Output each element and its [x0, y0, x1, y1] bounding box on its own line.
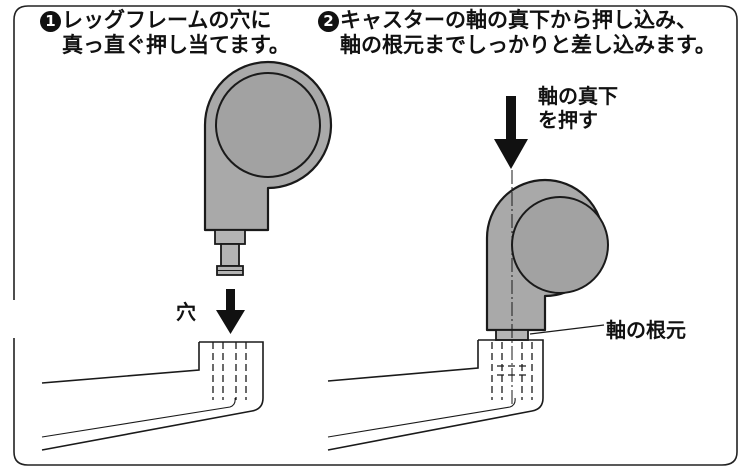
step1-leg-frame [41, 341, 264, 451]
label-hole: 穴 [176, 300, 196, 324]
step1-line1: レッグフレームの穴に [62, 8, 272, 32]
step2-line2: 軸の根元までしっかりと差し込みます。 [340, 33, 716, 57]
step1-number-badge: 1 [40, 11, 61, 32]
arrow-into-hole [216, 289, 245, 334]
stem-upper [214, 229, 246, 245]
label-press-below-line2: を押す [538, 108, 598, 132]
caster-wheel [511, 196, 609, 294]
caster-wheel [215, 72, 321, 178]
label-press-below: 軸の真下 を押す [538, 84, 618, 132]
step1-line2: 真っ直ぐ押し当てます。 [62, 33, 290, 57]
step2-caster [485, 178, 609, 341]
step2-number-badge: 2 [318, 11, 339, 32]
step1-caster [203, 60, 333, 276]
stem-shaft [220, 243, 240, 267]
label-press-below-line1: 軸の真下 [538, 84, 618, 108]
root-leader-line [529, 324, 605, 335]
hole-hidden-lines [212, 342, 247, 400]
arrow-press-below [494, 96, 528, 169]
frame-border [13, 5, 738, 466]
inserted-stem-hidden-lines [491, 342, 533, 400]
step2-leg-frame [327, 339, 544, 451]
step2-line1: キャスターの軸の真下から押し込み、 [340, 8, 697, 32]
label-shaft-root: 軸の根元 [606, 318, 686, 342]
